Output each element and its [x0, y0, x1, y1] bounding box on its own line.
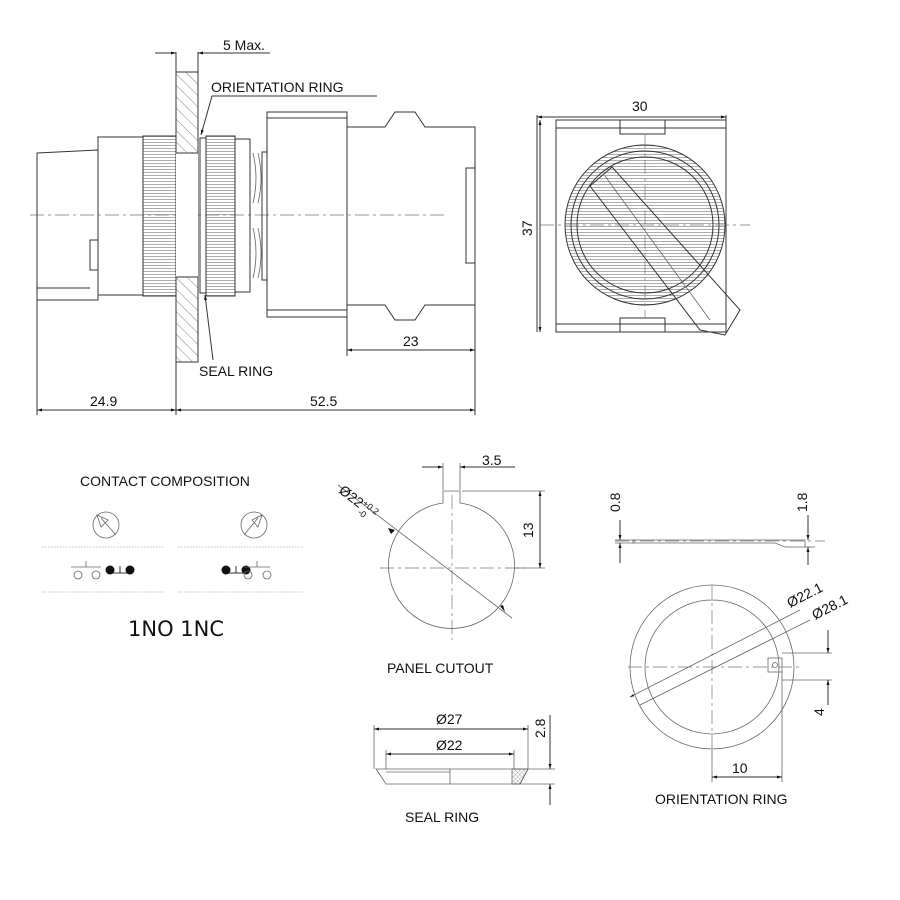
- orientation-ring-side: [199, 137, 207, 294]
- seal-ring-label: SEAL RING: [199, 363, 273, 379]
- seal-ring-detail: Ø27 Ø22 2.8 SEAL RING: [373, 711, 555, 825]
- seal-inner-dim: Ø22: [436, 737, 463, 753]
- contact-config: 1NO 1NC: [128, 617, 224, 641]
- dim-width-30: 30: [632, 98, 648, 114]
- seal-thickness-dim: 2.8: [532, 718, 548, 738]
- nc-contact-symbol: [221, 561, 272, 580]
- orientation-ring-title: ORIENTATION RING: [655, 791, 787, 807]
- selector-lever: [589, 166, 741, 336]
- dim-height-37: 37: [519, 220, 535, 236]
- bezel: [97, 136, 144, 296]
- dim-23: 23: [403, 333, 419, 349]
- rear-knurled-nut: [205, 135, 236, 297]
- orientation-ring-detail: 0.8 1.8 Ø22.1 Ø28.1 4 10 ORIENTATION RIN…: [607, 492, 851, 807]
- dim-24-9: 24.9: [90, 393, 117, 409]
- adapter: [266, 111, 348, 318]
- front-knurled-nut: [142, 135, 177, 297]
- contact-title: CONTACT COMPOSITION: [80, 473, 250, 489]
- side-view: 5 Max. ORIENTATION RING SEAL RING 23 24.…: [30, 37, 476, 415]
- dim-52-5: 52.5: [310, 393, 337, 409]
- seal-ring-title: SEAL RING: [405, 809, 479, 825]
- front-view: 30 37: [519, 98, 750, 336]
- contact-block: [346, 111, 476, 321]
- panel-cutout: Ø22+0.2-0 3.5 13 PANEL CUTOUT: [334, 452, 545, 676]
- svg-text:Ø22+0.2-0: Ø22+0.2-0: [334, 482, 381, 525]
- key-width-dim: 3.5: [482, 452, 502, 468]
- panel-cutout-title: PANEL CUTOUT: [387, 660, 494, 676]
- knob-cap: [36, 149, 99, 301]
- seal-outer-dim: Ø27: [436, 711, 463, 727]
- key-height-dim: 13: [520, 522, 536, 538]
- ring-thickness-b: 1.8: [794, 492, 810, 512]
- orientation-ring-label: ORIENTATION RING: [211, 79, 343, 95]
- contact-composition: CONTACT COMPOSITION 1NO 1NC: [42, 473, 303, 641]
- ring-thickness-a: 0.8: [607, 492, 623, 512]
- panel-thickness-dim: 5 Max.: [223, 37, 265, 53]
- no-contact-symbol: [71, 561, 135, 580]
- tab-height-dim: 4: [811, 708, 827, 716]
- tab-width-dim: 10: [732, 760, 748, 776]
